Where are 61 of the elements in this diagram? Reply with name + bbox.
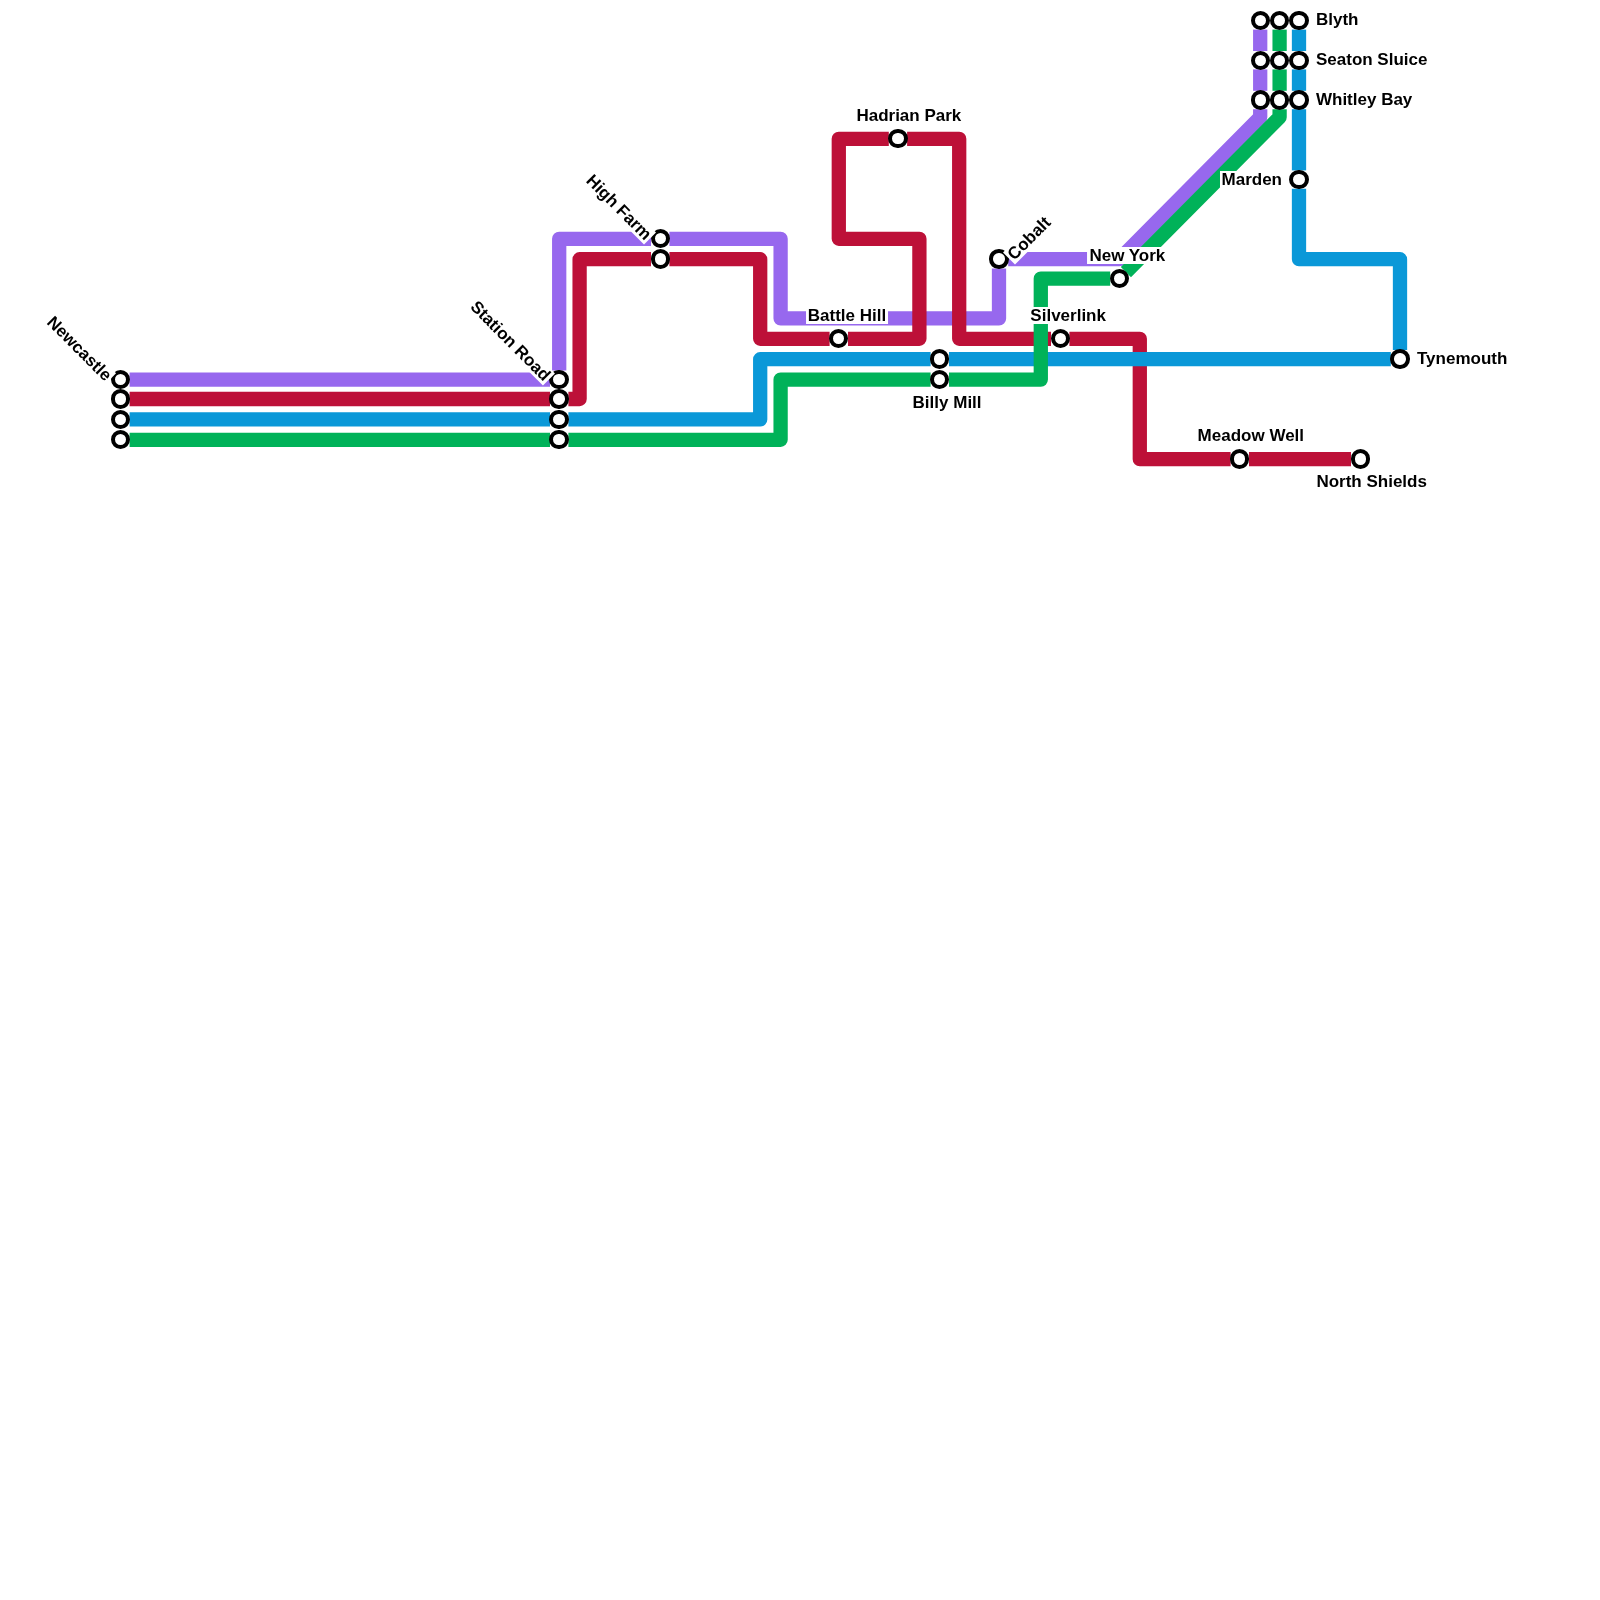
metro-line — [1291, 188, 1408, 350]
station-marker — [1230, 449, 1250, 469]
metro-line — [552, 231, 651, 371]
station-marker — [1289, 50, 1309, 70]
metro-line — [669, 231, 1007, 326]
station-marker — [1269, 10, 1290, 31]
station-name: Billy Mill — [910, 393, 984, 411]
station-name: Whitley Bay — [1313, 91, 1415, 108]
metro-line — [568, 252, 651, 407]
station-marker — [1289, 169, 1309, 190]
station-name: Silverlink — [1028, 306, 1108, 324]
station-marker — [549, 389, 569, 409]
station-marker — [930, 349, 950, 369]
metro-line — [568, 352, 931, 427]
station-name: Tynemouth — [1415, 350, 1510, 368]
station-marker — [1289, 90, 1309, 110]
metro-line — [1253, 69, 1268, 91]
station-marker — [829, 329, 849, 349]
metro-line — [949, 271, 1111, 387]
station-marker — [1250, 50, 1270, 70]
metro-line — [1291, 109, 1307, 171]
metro-line — [949, 352, 1391, 367]
metro-line — [1253, 29, 1268, 51]
station-marker — [1390, 349, 1410, 369]
station-marker — [110, 369, 131, 390]
metro-line — [1008, 109, 1268, 267]
station-marker — [110, 409, 131, 430]
station-marker — [1250, 10, 1270, 31]
station-marker — [930, 369, 950, 390]
station-marker — [888, 129, 908, 149]
station-name: Hadrian Park — [854, 106, 964, 124]
metro-line — [1272, 69, 1287, 91]
metro-line — [129, 432, 550, 447]
metro-line — [1249, 452, 1351, 467]
station-marker — [1269, 50, 1290, 70]
metro-line — [129, 412, 550, 427]
station-name: New York — [1087, 246, 1168, 264]
station-marker — [110, 430, 131, 450]
metro-line — [831, 131, 927, 346]
metro-line — [1272, 29, 1287, 51]
metro-line — [1291, 69, 1307, 91]
station-marker — [650, 249, 670, 269]
station-marker — [1250, 90, 1270, 110]
station-marker — [1289, 10, 1309, 31]
metro-line — [129, 372, 550, 387]
station-marker — [110, 389, 131, 409]
station-marker — [549, 430, 569, 450]
station-marker — [1350, 449, 1370, 469]
station-marker — [549, 409, 569, 430]
metro-line — [1291, 29, 1307, 51]
metro-line — [1120, 109, 1287, 278]
station-name: Marden — [1219, 170, 1284, 188]
station-name: Battle Hill — [805, 306, 889, 324]
metro-line — [1069, 331, 1231, 467]
metro-line — [669, 252, 830, 346]
station-marker — [1269, 90, 1290, 110]
station-marker — [1050, 329, 1070, 349]
metro-line — [568, 372, 931, 447]
station-marker — [989, 249, 1009, 269]
metro-line — [129, 391, 550, 407]
metro-line — [907, 131, 1051, 346]
